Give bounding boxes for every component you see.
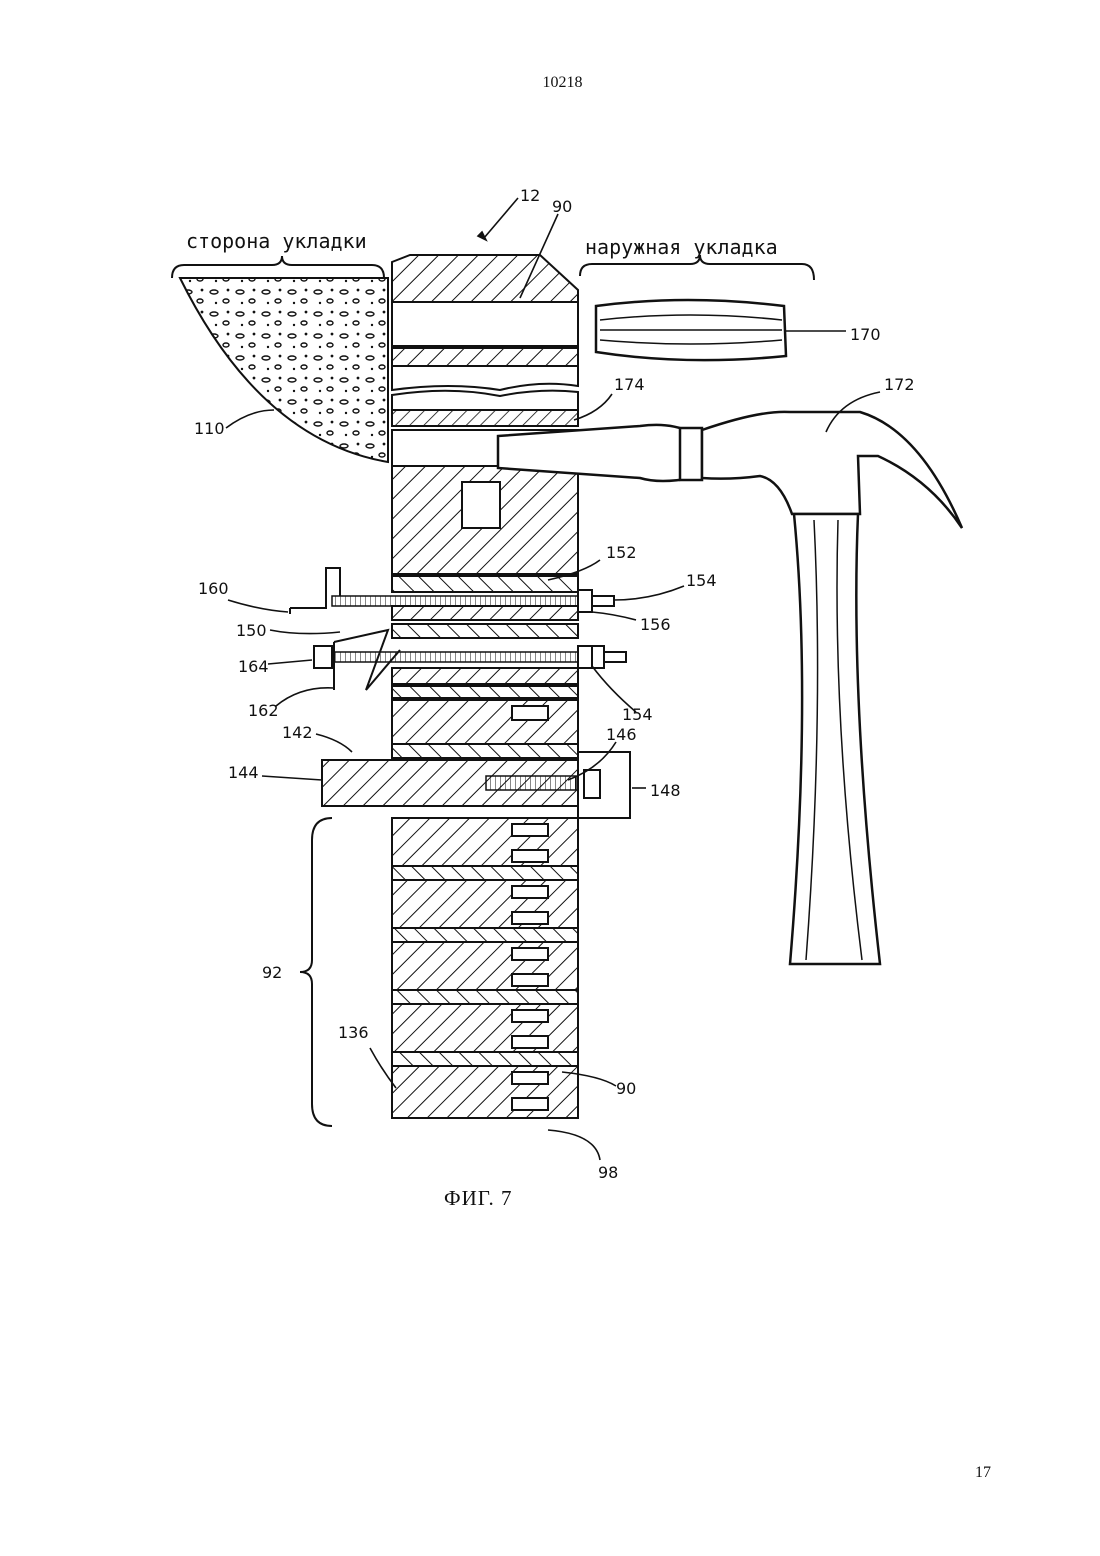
bracket-92 (300, 818, 332, 1126)
callout-154-top: 154 (686, 571, 717, 590)
callout-172: 172 (884, 375, 915, 394)
callout-148: 148 (650, 781, 681, 800)
left-brace (172, 256, 384, 278)
callout-164: 164 (238, 657, 269, 676)
callout-98: 98 (598, 1163, 618, 1182)
label-outer-laying: наружная укладка (585, 235, 778, 259)
callout-152: 152 (606, 543, 637, 562)
label-laying-side: сторона укладки (186, 229, 367, 253)
bolt-upper (332, 596, 578, 606)
callout-170: 170 (850, 325, 881, 344)
callout-92: 92 (262, 963, 282, 982)
callout-110: 110 (194, 419, 225, 438)
callout-162: 162 (248, 701, 279, 720)
wall-column (392, 255, 578, 1118)
callout-146: 146 (606, 725, 637, 744)
nut-164 (314, 646, 332, 668)
callout-154-bottom: 154 (622, 705, 653, 724)
callout-142: 142 (282, 723, 313, 742)
figure-caption: ФИГ. 7 (444, 1186, 513, 1211)
callout-90-top: 90 (552, 197, 572, 216)
callout-12: 12 (520, 186, 540, 205)
callout-136: 136 (338, 1023, 369, 1042)
callout-150: 150 (236, 621, 267, 640)
callout-90-bottom: 90 (616, 1079, 636, 1098)
callout-156: 156 (640, 615, 671, 634)
bolt-lower (330, 652, 578, 662)
page-number-bottom: 17 (975, 1464, 991, 1482)
callout-174: 174 (614, 375, 645, 394)
threaded-insert-146 (486, 776, 576, 790)
hook-160 (290, 568, 340, 614)
callout-144: 144 (228, 763, 259, 782)
callout-160: 160 (198, 579, 229, 598)
